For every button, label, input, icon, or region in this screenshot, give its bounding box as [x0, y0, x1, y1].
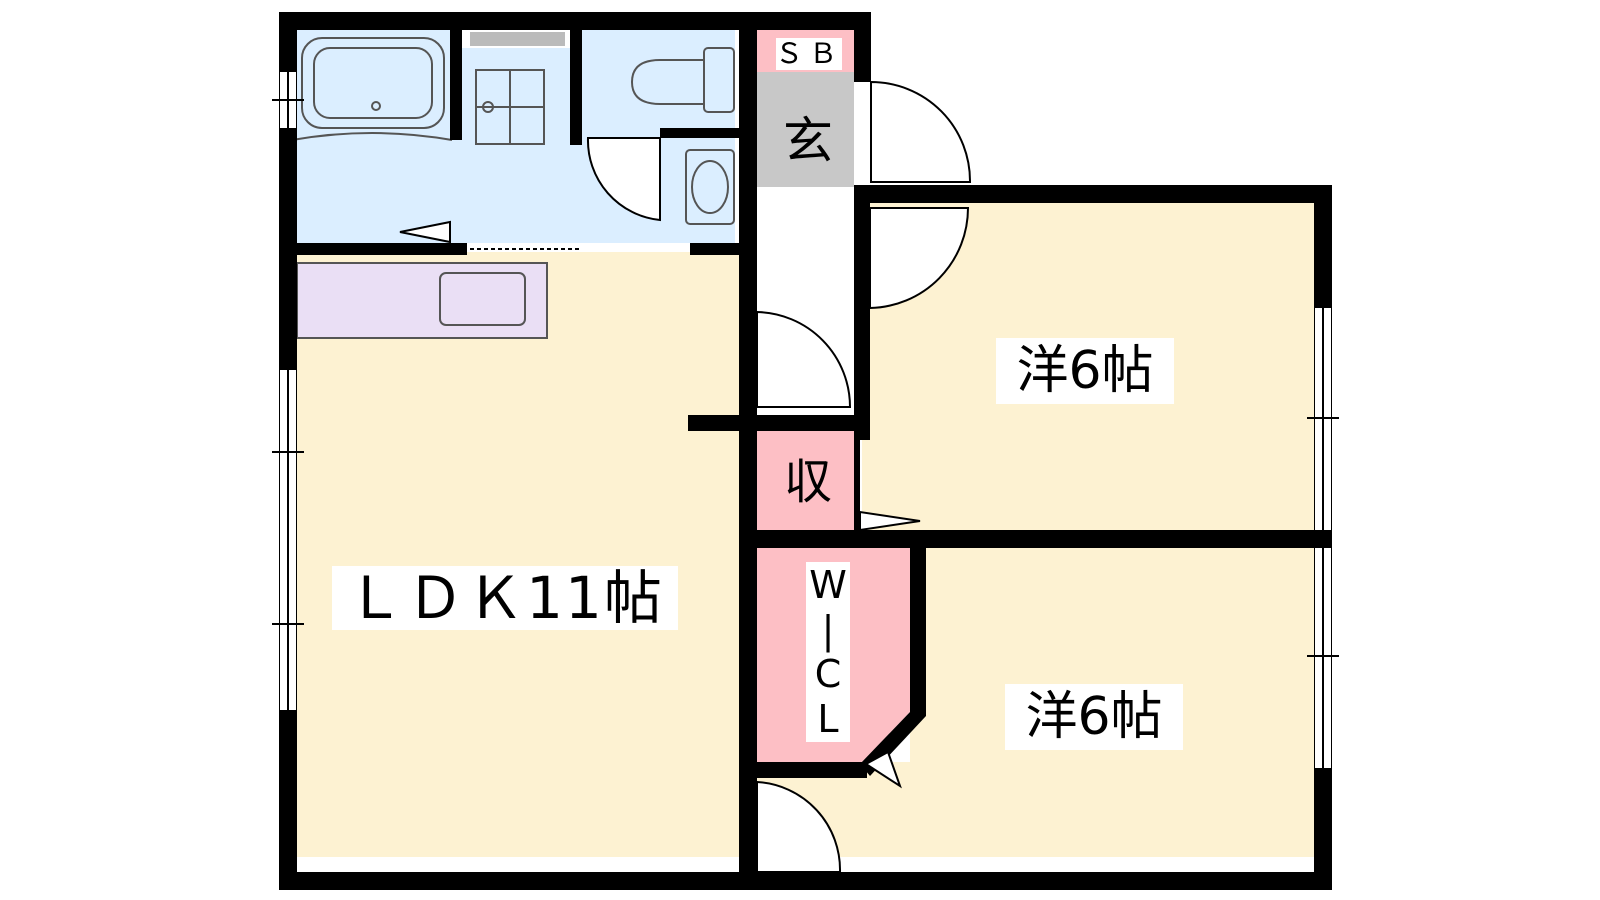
closet-door	[864, 750, 902, 789]
wall-rooms-divider	[739, 530, 1332, 548]
wall-toilet-bottom	[660, 128, 740, 138]
entrance-label: 玄	[776, 110, 840, 172]
pan-drain	[482, 101, 494, 113]
vanity	[685, 149, 735, 225]
wall-bath-right	[450, 30, 462, 140]
wcl-char-w: W	[809, 563, 847, 607]
wall-wash-bottom	[690, 243, 740, 255]
wall-closet-bottom	[739, 762, 867, 778]
storage-door	[859, 510, 921, 532]
walk-in-closet-label: W | C L	[806, 562, 850, 742]
bathtub	[301, 37, 445, 129]
wall-top-gray	[470, 32, 565, 46]
wcl-char-c: C	[814, 652, 842, 697]
wall-storage-right	[854, 431, 860, 530]
lower-room-door	[756, 780, 842, 873]
storage-label: 収	[776, 452, 840, 512]
western-room-1-label: 洋6帖	[996, 338, 1174, 404]
wall-storage-top	[688, 415, 870, 431]
ldk-label: ＬＤＫ11帖	[332, 566, 678, 630]
wall-outer-top	[279, 12, 871, 30]
wall-core-v	[739, 12, 757, 890]
kitchen-sink	[439, 272, 526, 326]
entrance-door	[870, 80, 972, 183]
wall-toilet-left	[570, 30, 582, 145]
bath-door	[399, 220, 451, 244]
bathtub-drain	[371, 101, 381, 111]
wall-top-right	[854, 185, 1332, 203]
wall-outer-bottom	[279, 872, 1329, 890]
shoe-box-label: ＳＢ	[775, 37, 844, 70]
ldk-door	[756, 310, 852, 408]
kitchen-counter	[296, 262, 548, 339]
western-room-2-label: 洋6帖	[1005, 684, 1183, 750]
wall-bath-bottom	[292, 243, 467, 255]
wall-hall-right	[854, 185, 870, 440]
bathtub-inner	[313, 47, 433, 119]
wcl-char-l: L	[817, 696, 839, 741]
toilet-floor	[580, 30, 735, 130]
wall-entrance-right	[854, 12, 871, 82]
doors	[399, 80, 972, 873]
vanity-basin	[691, 160, 729, 214]
ldk-floor	[292, 252, 739, 857]
toilet-door	[586, 137, 661, 222]
fixtures	[291, 37, 735, 225]
windows	[272, 32, 1339, 768]
toilet-tank	[703, 47, 735, 113]
room1-door	[869, 207, 970, 310]
wcl-char-bar: |	[821, 607, 835, 652]
toilet-bowl	[630, 59, 704, 105]
bath-step	[291, 132, 453, 141]
wall-closet-right	[910, 548, 926, 716]
